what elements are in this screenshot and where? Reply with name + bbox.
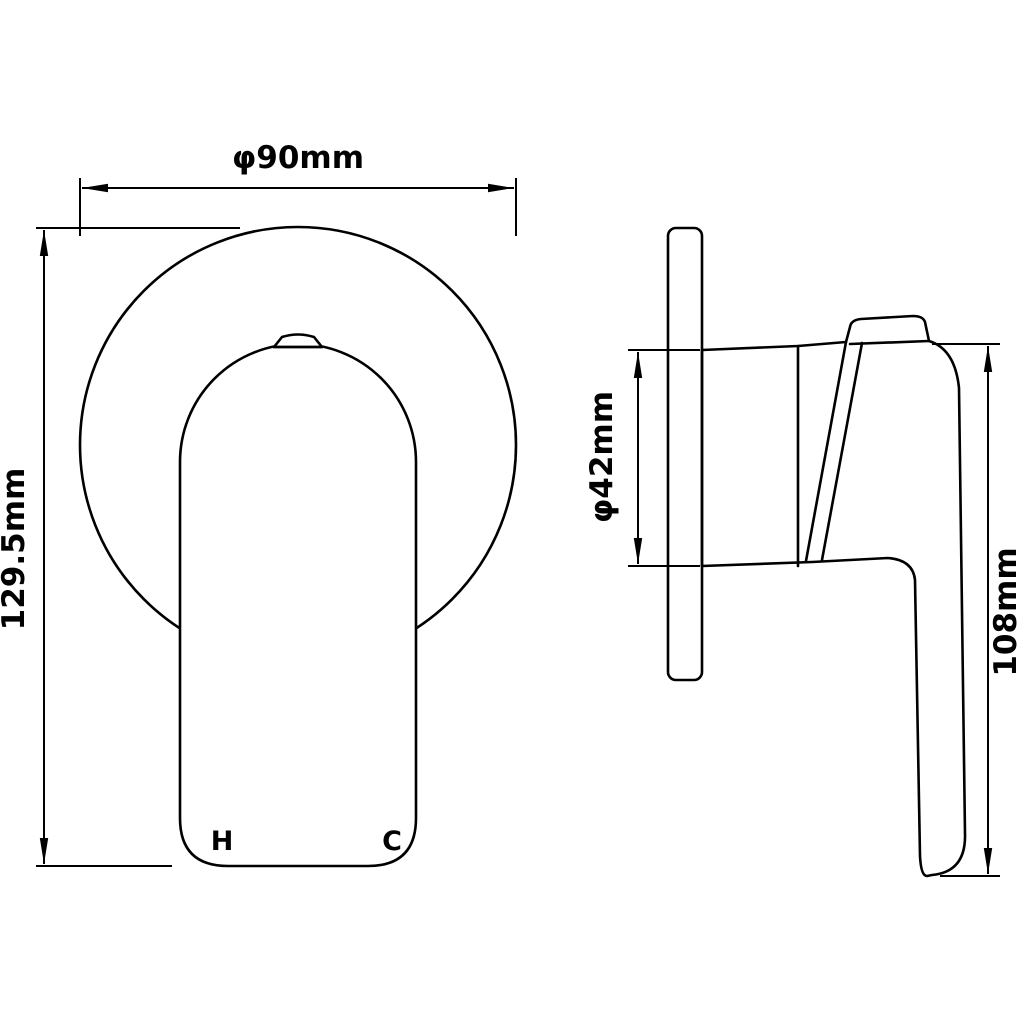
front-diameter-dimension-label: φ90mm bbox=[232, 140, 364, 176]
hot-water-label: H bbox=[211, 826, 234, 857]
side-view-group bbox=[666, 226, 967, 878]
cold-water-label: C bbox=[382, 826, 402, 857]
side-body-and-lever-outline bbox=[700, 314, 967, 878]
side-lever-neck-line-right bbox=[820, 341, 864, 562]
side-body-dimension-label: φ42mm bbox=[584, 391, 620, 523]
side-wall-plate bbox=[666, 226, 704, 682]
front-view-group bbox=[78, 225, 518, 868]
labels-group: φ90mm 129.5mm φ42mm 108mm H C bbox=[0, 140, 1024, 857]
front-handle-top-button bbox=[272, 333, 324, 349]
side-lever-neck-line-left bbox=[804, 340, 848, 563]
side-handle-dimension-label: 108mm bbox=[988, 547, 1024, 676]
side-cap-base-line bbox=[848, 339, 931, 346]
front-height-dimension-label: 129.5mm bbox=[0, 468, 32, 631]
front-handle-outline bbox=[178, 342, 418, 868]
dimension-lines-group bbox=[36, 178, 1000, 877]
